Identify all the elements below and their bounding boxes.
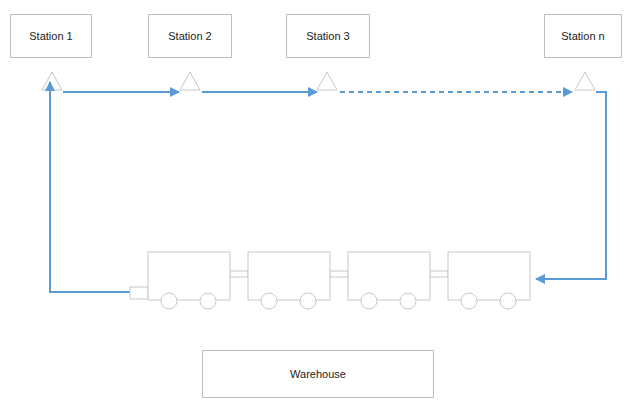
wheel <box>161 293 177 309</box>
station-marker <box>575 72 595 90</box>
train-car <box>248 252 330 300</box>
wheel <box>300 293 316 309</box>
station-box: Station n <box>544 14 622 58</box>
station-box: Station 2 <box>148 14 232 58</box>
wheel <box>400 293 416 309</box>
wheel <box>500 293 516 309</box>
node-label: Station n <box>561 30 604 42</box>
coupler <box>430 271 448 277</box>
coupler <box>130 287 148 299</box>
station-box: Station 3 <box>286 14 370 58</box>
flow-arrow <box>202 91 317 93</box>
station-marker <box>42 72 62 90</box>
coupler <box>330 271 348 277</box>
train-car <box>448 252 530 300</box>
station-box: Station 1 <box>10 14 92 58</box>
node-label: Station 1 <box>29 30 72 42</box>
return-line <box>536 92 606 279</box>
wheel <box>261 293 277 309</box>
node-label: Station 3 <box>306 30 349 42</box>
coupler <box>230 271 248 277</box>
flow-arrow <box>63 91 179 93</box>
wheel <box>200 293 216 309</box>
station-marker <box>180 72 200 90</box>
node-label: Station 2 <box>168 30 211 42</box>
wheel <box>461 293 477 309</box>
train-car <box>348 252 430 300</box>
wheel <box>361 293 377 309</box>
flow-arrow <box>340 91 572 93</box>
warehouse-box: Warehouse <box>202 350 434 398</box>
train-car <box>148 252 230 300</box>
station-marker <box>317 72 337 90</box>
node-label: Warehouse <box>290 368 346 380</box>
return-line <box>50 82 130 292</box>
